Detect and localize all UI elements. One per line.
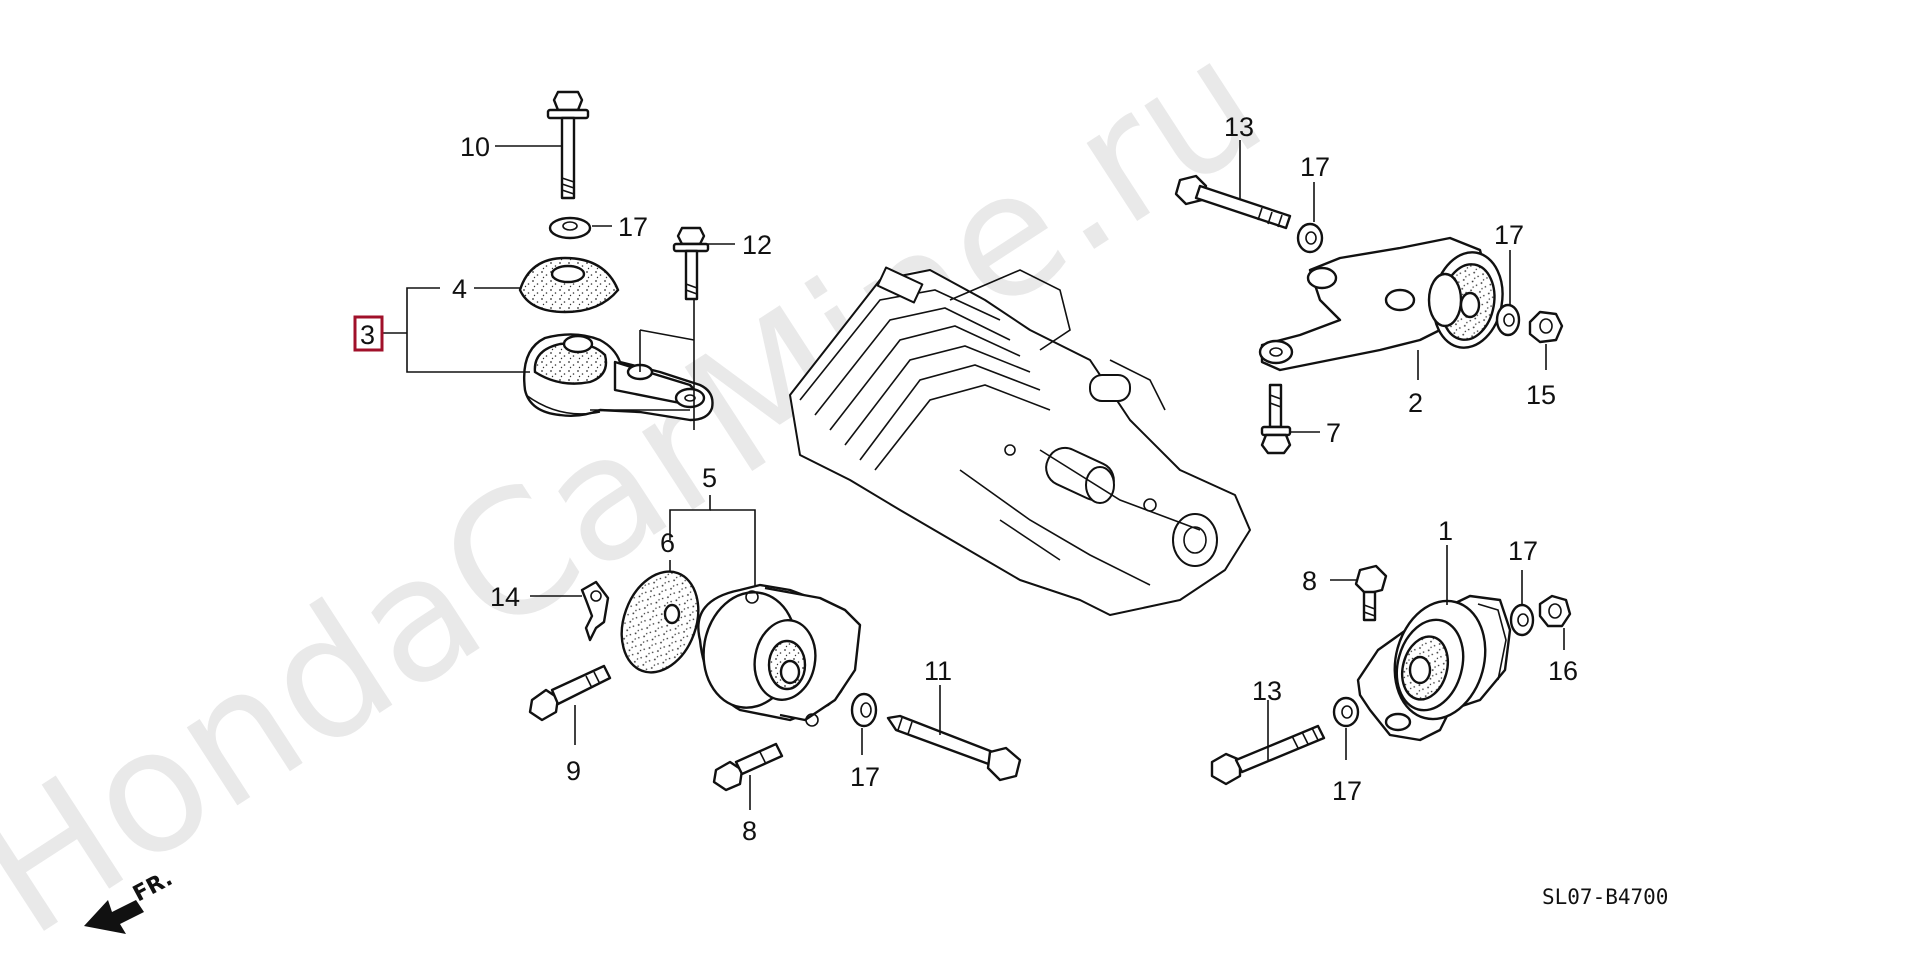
bolt-10-icon [546,90,590,200]
diagram-code: SL07-B4700 [1542,885,1668,909]
callout-label-17-top-right: 17 [1300,152,1330,182]
callout-label-5: 5 [702,463,717,493]
mount-5-icon [697,583,862,727]
plate-6-icon [620,570,700,674]
callout-label-15: 15 [1526,380,1556,410]
cushion-4-icon [518,256,620,314]
callout-label-6: 6 [660,528,675,558]
nut-15-icon [1528,310,1564,344]
front-direction-arrow-icon [84,900,144,934]
bolt-12-icon [672,226,710,301]
bolt-13-lower-icon [1210,724,1326,786]
callout-label-17-top-left: 17 [618,212,648,242]
callout-label-1: 1 [1438,516,1453,546]
bolt-9-icon [528,664,612,722]
washer-17-right-lower-icon [1509,603,1535,637]
mount-1-icon [1356,594,1512,742]
mount-3-icon [523,333,714,422]
callout-label-17-bottom-right: 17 [1332,776,1362,806]
callout-label-17-right-upper: 17 [1494,220,1524,250]
callout-label-13-lower: 13 [1252,676,1282,706]
callout-label-7: 7 [1326,418,1341,448]
callout-label-8-lower-left: 8 [742,816,757,846]
washer-17-top-right-icon [1296,222,1324,254]
callout-label-8-right: 8 [1302,566,1317,596]
callout-label-9: 9 [566,756,581,786]
washer-17-top-left-icon [548,216,592,240]
nut-16-icon [1538,594,1572,628]
callout-label-17-right-lower: 17 [1508,536,1538,566]
bolt-8-lower-left-icon [712,742,784,792]
callout-label-12: 12 [742,230,772,260]
callout-label-14: 14 [490,582,520,612]
bolt-11-icon [886,714,1022,782]
bolt-8-right-icon [1354,564,1388,622]
callout-label-11: 11 [924,656,952,686]
bolt-7-icon [1260,383,1292,455]
highlighted-part-3-box[interactable] [353,315,384,352]
washer-17-middle-icon [850,692,878,728]
engine-illustration [789,266,1251,616]
callout-label-13-top: 13 [1224,112,1254,142]
callout-label-3[interactable]: 3 [360,320,375,350]
washer-17-right-upper-icon [1495,303,1521,337]
bracket-14-icon [580,580,610,642]
callout-label-4: 4 [452,274,467,304]
callout-label-17-middle: 17 [850,762,880,792]
callout-label-16: 16 [1548,656,1578,686]
callout-label-10: 10 [460,132,490,162]
mount-2-icon [1258,236,1504,372]
bolt-13-top-icon [1174,174,1292,230]
callout-label-2: 2 [1408,388,1423,418]
washer-17-bottom-right-icon [1332,696,1360,728]
